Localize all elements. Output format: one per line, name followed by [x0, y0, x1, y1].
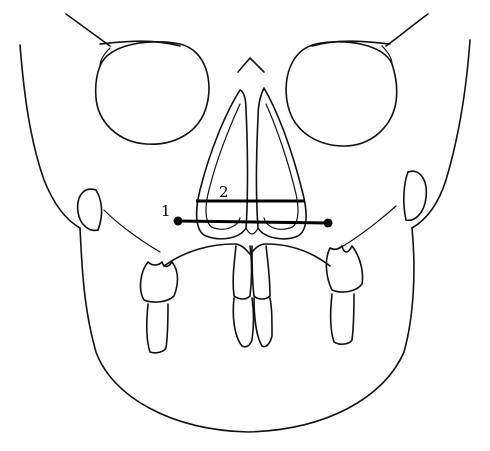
line-1-endpoint-left: [174, 217, 183, 226]
label-line-2: 2: [219, 183, 229, 201]
line-1-endpoint-right: [324, 219, 333, 228]
teeth-left: [141, 262, 178, 353]
orbit-left: [96, 42, 209, 144]
measurement-line-1: [178, 221, 328, 223]
teeth-incisors: [233, 246, 272, 347]
cheek-left: [78, 189, 160, 252]
teeth-right: [326, 246, 362, 344]
mandible: [80, 228, 414, 432]
maxilla-border: [164, 244, 330, 266]
skull-outline: [20, 14, 470, 228]
label-line-1: 1: [161, 202, 171, 220]
orbit-right: [286, 42, 397, 146]
